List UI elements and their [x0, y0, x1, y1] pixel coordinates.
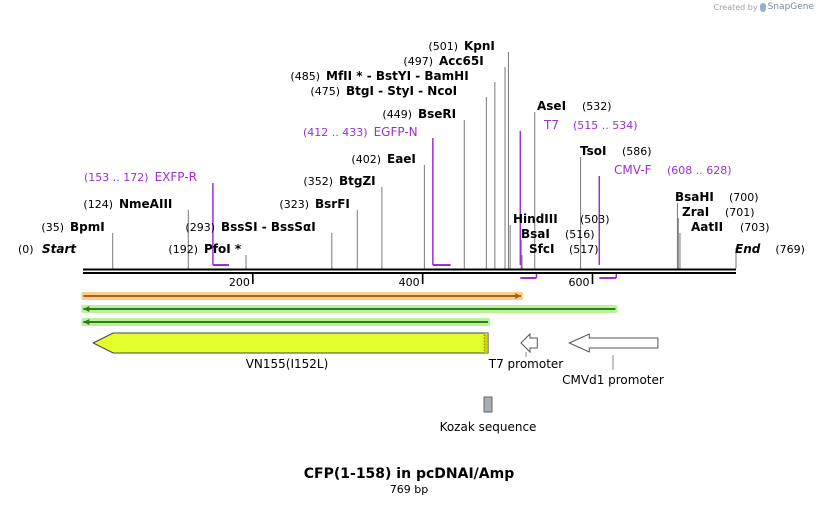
primer-range-label: (153 .. 172): [84, 171, 149, 184]
site-position-label: (703): [740, 221, 770, 234]
site-name-label: BsaHI: [675, 190, 714, 204]
site-name-label: NmeAIII: [119, 197, 172, 211]
site-position-label: (124): [83, 198, 113, 211]
site-name-label: TsoI: [580, 144, 606, 158]
primer-name-label: T7: [543, 118, 559, 132]
site-name-label: MfII * - BstYI - BamHI: [326, 69, 469, 83]
site-name-label: BsaI: [521, 227, 550, 241]
orf-arrowhead-left: [83, 319, 90, 325]
site-name-label: KpnI: [464, 39, 495, 53]
site-position-label: (323): [279, 198, 309, 211]
map-length: 769 bp: [389, 483, 429, 496]
primer-name-label: CMV-F: [614, 163, 652, 177]
feature-end-hatch: [483, 332, 489, 354]
map-title-block: CFP(1-158) in pcDNAI/Amp 769 bp: [0, 466, 818, 496]
site-position-label: (769): [775, 243, 805, 256]
site-name-label: Acc65I: [439, 54, 484, 68]
site-position-label: (35): [41, 221, 64, 234]
feature-arrow: [568, 333, 659, 353]
primer-range-label: (515 .. 534): [573, 119, 638, 132]
site-position-label: (700): [729, 191, 759, 204]
restriction-sites: Start (0) BpmI (35) NmeAIII (124) PfoI * (192) B…: [18, 39, 805, 256]
site-position-label: (497): [403, 55, 433, 68]
site-position-label: (701): [725, 206, 755, 219]
site-name-label: SfcI: [529, 242, 554, 256]
site-name-label: BpmI: [70, 220, 105, 234]
site-name-label: AseI: [537, 99, 566, 113]
site-name-label: Start: [42, 242, 77, 256]
site-name-label: ZraI: [682, 205, 709, 219]
primer-layer: (153 .. 172) EXFP-R (412 .. 433) EGFP-N T7 (5…: [84, 118, 732, 279]
feature-label: Kozak sequence: [440, 420, 537, 434]
site-position-label: (485): [290, 70, 320, 83]
site-name-label: BseRI: [418, 107, 456, 121]
site-position-label: (402): [351, 153, 381, 166]
site-lines: [112, 52, 737, 269]
orf-arrowhead-left: [83, 306, 90, 312]
site-name-label: EaeI: [387, 152, 416, 166]
site-position-label: (293): [185, 221, 215, 234]
site-name-label: BtgI - StyI - NcoI: [346, 84, 457, 98]
feature-arrow: [92, 332, 489, 354]
sequence-backbone: [83, 268, 736, 274]
feature-label: CMVd1 promoter: [562, 373, 664, 387]
site-name-label: BssSI - BssSαI: [221, 220, 316, 234]
ruler-tick-label: 400: [399, 276, 420, 289]
map-title: CFP(1-158) in pcDNAI/Amp: [303, 466, 515, 482]
snapgene-logo-icon: [759, 2, 766, 12]
site-name-label: HindIII: [513, 212, 558, 226]
site-position-label: (475): [310, 85, 340, 98]
ruler-tick-label: 200: [229, 276, 250, 289]
site-name-label: BtgZI: [339, 174, 376, 188]
feature-arrow: [520, 332, 538, 354]
ruler-tick-label: 600: [568, 276, 589, 289]
ruler: 200 400 600: [229, 274, 594, 289]
feature-box: [483, 396, 493, 413]
credit-brand: SnapGene: [767, 2, 814, 12]
primer-range-label: (608 .. 628): [667, 164, 732, 177]
feature-label: VN155(I152L): [246, 357, 329, 371]
site-position-label: (352): [303, 175, 333, 188]
site-position-label: (192): [168, 243, 198, 256]
site-position-label: (517): [569, 243, 599, 256]
orf-layer: [81, 292, 618, 326]
site-position-label: (501): [428, 40, 458, 53]
site-position-label: (0): [18, 243, 34, 256]
credit-badge: Created by SnapGene: [714, 2, 814, 12]
site-name-label: PfoI *: [204, 242, 242, 256]
site-position-label: (449): [382, 108, 412, 121]
feature-label: T7 promoter: [488, 357, 564, 371]
primer-range-label: (412 .. 433): [303, 126, 368, 139]
primer-name-label: EGFP-N: [374, 125, 418, 139]
site-position-label: (586): [622, 145, 652, 158]
credit-prefix: Created by: [713, 2, 758, 12]
site-position-label: (503): [580, 213, 610, 226]
primer-name-label: EXFP-R: [155, 170, 197, 184]
site-name-label: AatII: [691, 220, 723, 234]
site-name-label: BsrFI: [315, 197, 350, 211]
site-position-label: (532): [582, 100, 612, 113]
site-name-label: End: [735, 242, 761, 256]
site-position-label: (516): [565, 228, 595, 241]
orf-arrowhead-right: [515, 293, 522, 299]
